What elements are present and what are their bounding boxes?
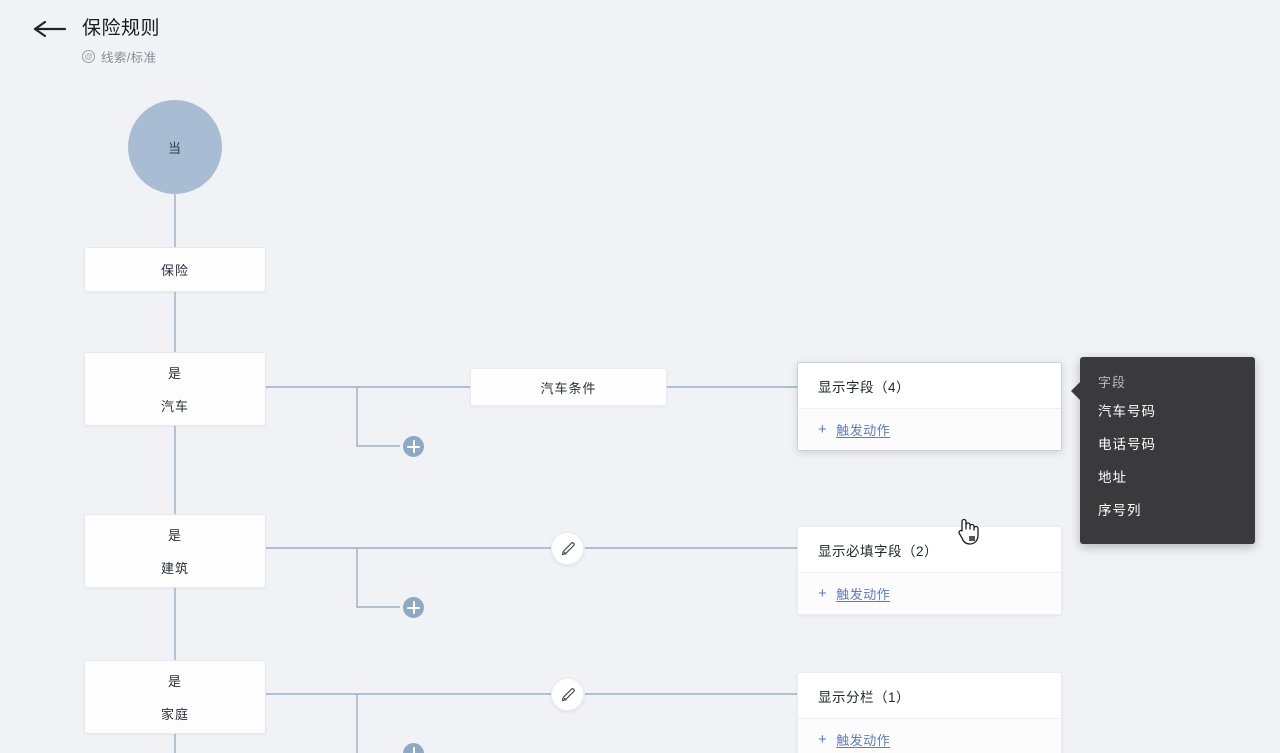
trigger-action-label: 触发动作 xyxy=(836,423,891,438)
plus-icon: + xyxy=(818,421,828,438)
plus-icon: + xyxy=(818,731,828,748)
trigger-node-label: 当 xyxy=(167,140,182,156)
card-divider xyxy=(798,718,1061,719)
trigger-action-label: 触发动作 xyxy=(836,733,891,748)
action-card-title: 显示字段（4） xyxy=(818,379,911,395)
trigger-action-link-1[interactable]: + 触发动作 xyxy=(798,409,1061,450)
tooltip-item: 序号列 xyxy=(1098,503,1142,518)
condition-value: 家庭 xyxy=(160,707,189,722)
trigger-action-link-2[interactable]: + 触发动作 xyxy=(798,573,1061,614)
condition-node-3[interactable]: 是 家庭 xyxy=(84,660,266,734)
condition-node-1[interactable]: 是 汽车 xyxy=(84,352,266,426)
back-button[interactable] xyxy=(28,14,70,44)
fields-tooltip: 字段 汽车号码 电话号码 地址 序号列 xyxy=(1071,357,1255,544)
trigger-action-label: 触发动作 xyxy=(836,587,891,602)
add-branch-button-2[interactable] xyxy=(400,594,427,621)
condition-operator: 是 xyxy=(167,366,182,381)
page-header: 保险规则 @ 线索/标准 xyxy=(0,0,1280,82)
tooltip-item: 地址 xyxy=(1098,470,1127,485)
arrow-left-icon xyxy=(33,20,66,38)
edit-condition-button-2[interactable] xyxy=(551,532,584,565)
at-icon: @ xyxy=(82,50,95,63)
flow-canvas: 当 保险 是 汽车 是 建筑 是 家庭 汽车条件 xyxy=(0,82,1280,753)
action-card-title: 显示必填字段（2） xyxy=(818,543,939,559)
connector-lines xyxy=(174,194,797,753)
breadcrumb: @ 线索/标准 xyxy=(82,47,160,66)
action-card-1[interactable]: 显示字段（4） + 触发动作 xyxy=(797,362,1062,451)
action-card-title: 显示分栏（1） xyxy=(818,689,911,705)
condition-operator: 是 xyxy=(167,528,182,543)
trigger-node[interactable]: 当 xyxy=(128,100,222,194)
condition-value: 建筑 xyxy=(160,561,189,576)
action-card-2[interactable]: 显示必填字段（2） + 触发动作 xyxy=(797,526,1062,615)
breadcrumb-label: 线索/标准 xyxy=(101,51,157,65)
tooltip-item: 汽车号码 xyxy=(1098,404,1156,419)
condition-node-2[interactable]: 是 建筑 xyxy=(84,514,266,588)
add-branch-button-3[interactable] xyxy=(400,740,427,753)
edit-condition-button-3[interactable] xyxy=(551,678,584,711)
plus-icon: + xyxy=(818,585,828,602)
car-condition-label: 汽车条件 xyxy=(540,380,597,396)
tooltip-item: 电话号码 xyxy=(1098,437,1156,452)
card-divider xyxy=(798,572,1061,573)
title-block: 保险规则 @ 线索/标准 xyxy=(82,16,160,66)
tooltip-heading: 字段 xyxy=(1098,375,1127,390)
trigger-action-link-3[interactable]: + 触发动作 xyxy=(798,719,1061,753)
start-node[interactable]: 保险 xyxy=(84,247,266,292)
pencil-icon xyxy=(561,687,575,701)
action-card-3[interactable]: 显示分栏（1） + 触发动作 xyxy=(797,672,1062,753)
page-title: 保险规则 xyxy=(82,18,161,39)
condition-operator: 是 xyxy=(167,674,182,689)
card-divider xyxy=(798,408,1061,409)
car-condition-node[interactable]: 汽车条件 xyxy=(470,368,667,406)
condition-value: 汽车 xyxy=(160,399,189,414)
pencil-icon xyxy=(561,541,575,555)
start-node-label: 保险 xyxy=(160,263,189,278)
add-branch-button-1[interactable] xyxy=(400,433,427,460)
